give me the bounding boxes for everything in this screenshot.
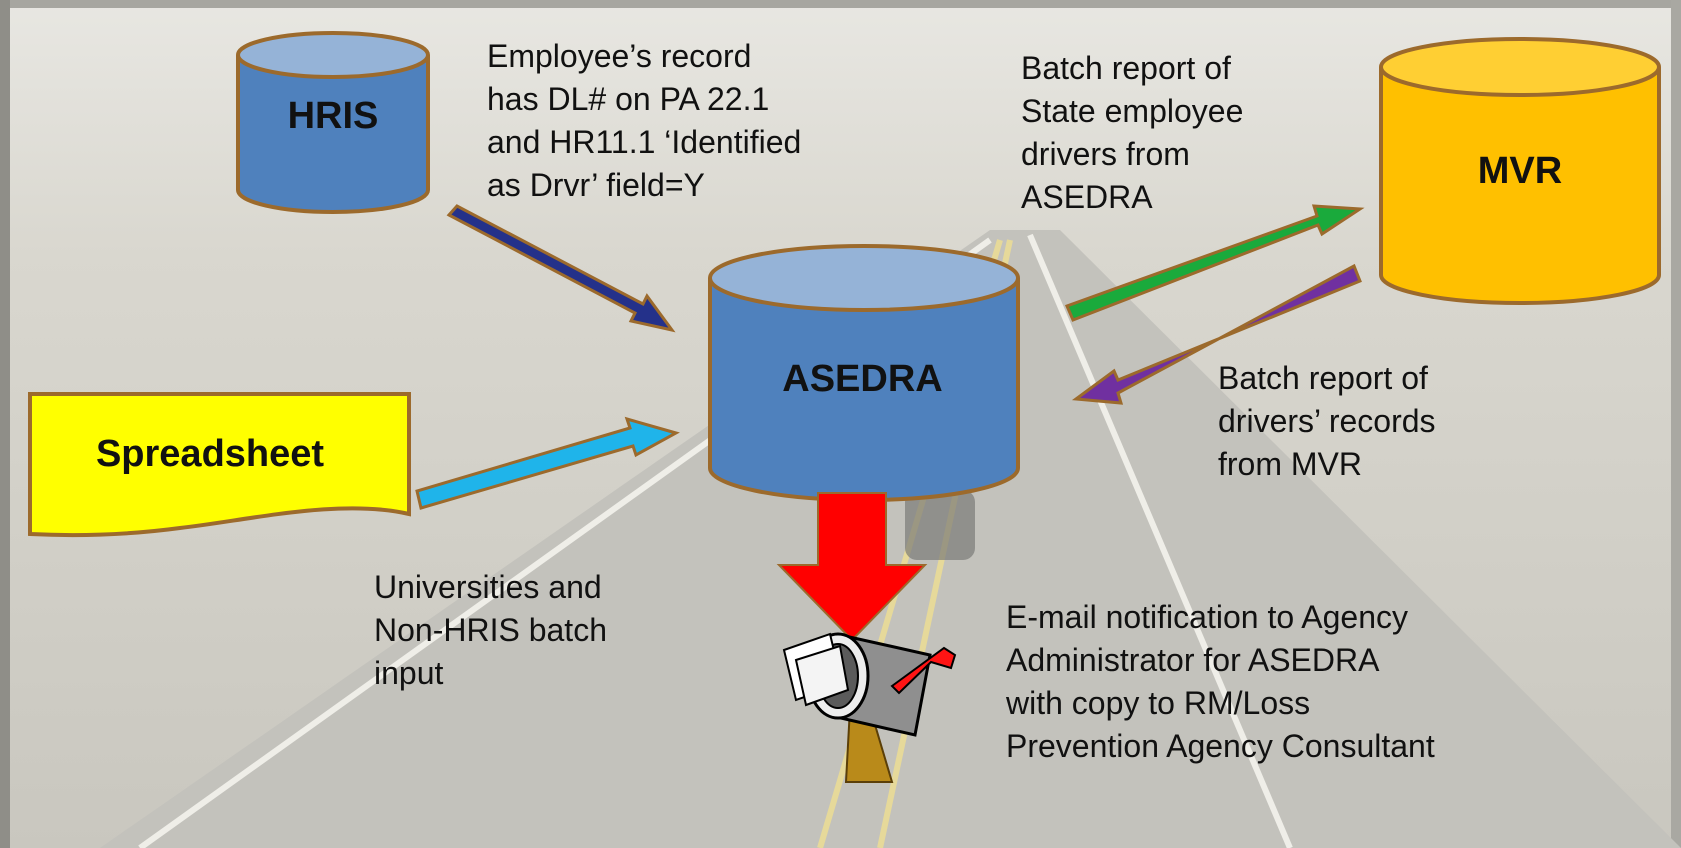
hris-database <box>236 31 430 214</box>
spreadsheet-document <box>28 392 411 538</box>
spreadsheet-to-asedra-label: Universities and Non-HRIS batch input <box>374 566 607 695</box>
label-line: drivers’ records <box>1218 403 1436 439</box>
label-line: from MVR <box>1218 446 1362 482</box>
spreadsheet-label: Spreadsheet <box>95 433 325 475</box>
mvr-database <box>1379 37 1661 305</box>
hris-to-asedra-label: Employee’s record has DL# on PA 22.1 and… <box>487 35 801 207</box>
label-line: E-mail notification to Agency <box>1006 599 1408 635</box>
label-line: input <box>374 655 444 691</box>
asedra-database <box>708 244 1020 502</box>
label-line: Non-HRIS batch <box>374 612 607 648</box>
asedra-to-mvr-label: Batch report of State employee drivers f… <box>1021 47 1243 219</box>
label-line: State employee <box>1021 93 1244 129</box>
asedra-label: ASEDRA <box>782 358 943 400</box>
mvr-label: MVR <box>1477 150 1563 192</box>
arrow-spreadsheet-to-asedra <box>415 416 680 510</box>
label-line: Batch report of <box>1218 360 1428 396</box>
label-line: with copy to RM/Loss <box>1006 685 1311 721</box>
label-line: drivers from <box>1021 136 1190 172</box>
label-line: Batch report of <box>1021 50 1231 86</box>
arrow-mvr-to-asedra <box>1071 263 1362 405</box>
arrow-asedra-to-mvr <box>1064 204 1365 322</box>
hris-label: HRIS <box>287 95 379 137</box>
label-line: Universities and <box>374 569 602 605</box>
notification-label: E-mail notification to Agency Administra… <box>1006 596 1435 768</box>
label-line: and HR11.1 ‘Identified <box>487 124 802 160</box>
label-line: as Drvr’ field=Y <box>487 167 705 203</box>
arrow-hris-to-asedra <box>446 204 676 333</box>
label-line: Prevention Agency Consultant <box>1006 728 1435 764</box>
arrow-asedra-to-notification <box>776 492 928 642</box>
mailbox-icon <box>782 632 957 783</box>
label-line: Administrator for ASEDRA <box>1006 642 1380 678</box>
label-line: Employee’s record <box>487 38 752 74</box>
label-line: has DL# on PA 22.1 <box>487 81 770 117</box>
label-line: ASEDRA <box>1021 179 1153 215</box>
mvr-to-asedra-label: Batch report of drivers’ records from MV… <box>1218 357 1436 486</box>
